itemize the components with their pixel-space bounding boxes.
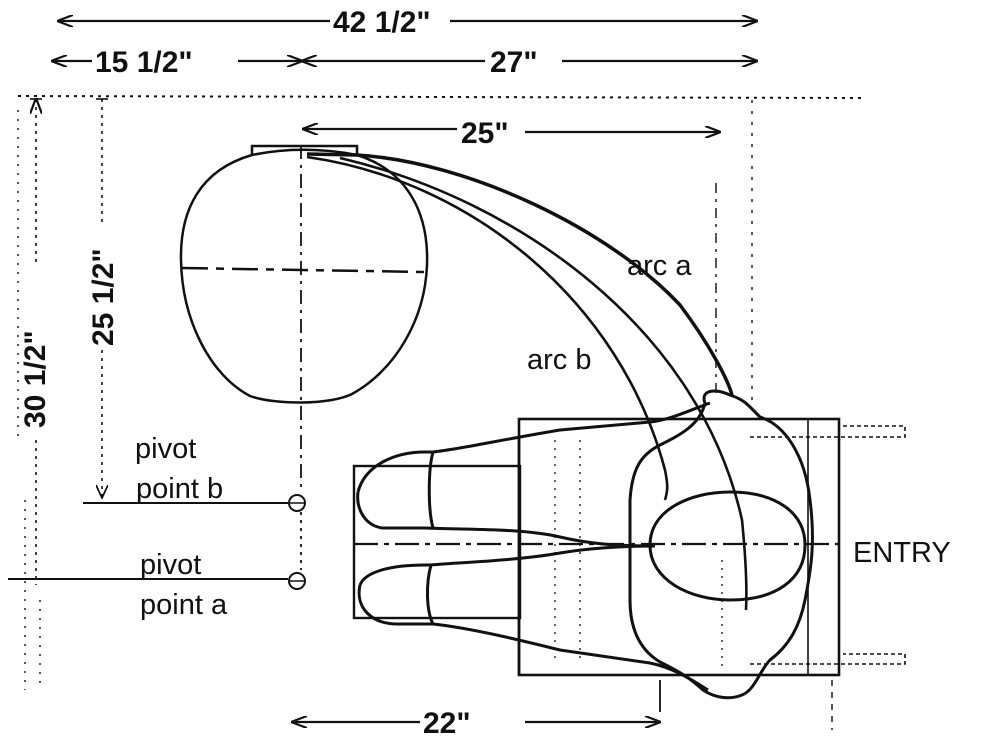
dimension-label-arc-span: 25" [461,117,509,150]
turning-arcs [306,152,748,611]
dimension-label-overall-width: 42 1/2" [333,6,431,39]
arc-a-label: arc a [627,250,692,282]
wheelchair-frame [352,417,906,677]
dimension-label-right-span: 27" [490,46,538,79]
left-margin-lines [17,110,41,690]
pivot-b-label-line1: pivot [135,433,196,465]
pivot-a-label-line2: point a [140,589,228,621]
toilet-bowl [179,144,429,404]
dimension-label-bottom-span: 22" [423,707,471,740]
internal-dotted-lines [554,440,723,670]
occupant-outline [628,389,814,700]
arc-b-label: arc b [527,344,591,376]
pivot-a-label-line1: pivot [140,549,201,581]
dimension-label-left-offset: 15 1/2" [95,46,193,79]
dimension-30-5 [30,99,42,585]
right-reference-lines [659,100,833,730]
dimension-label-vertical-outer: 30 1/2" [19,330,52,428]
entry-label: ENTRY [853,537,951,569]
dimension-25 [303,129,720,132]
top-reference-line [17,95,863,99]
dimension-25-5 [96,98,108,498]
pivot-point-b-marker [83,494,306,512]
pivot-b-label-line2: point b [136,473,223,505]
pivot-point-a-marker [8,572,306,590]
dimension-label-vertical-inner: 25 1/2" [87,248,120,346]
